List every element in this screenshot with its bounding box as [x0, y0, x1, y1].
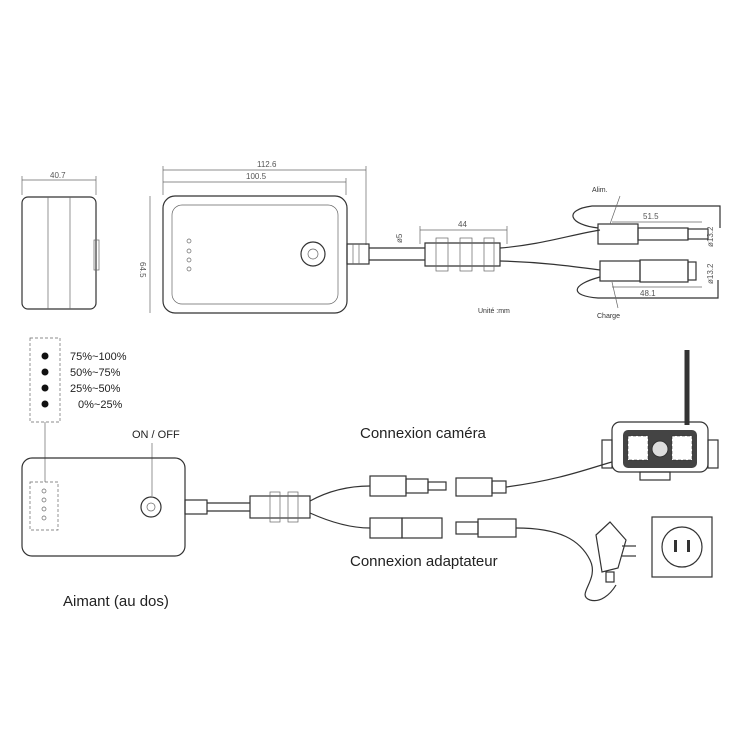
dim-total-length: 112.6 [257, 160, 277, 169]
label-adapter-connection: Connexion adaptateur [350, 553, 498, 570]
battery-level-3: 25%~50% [70, 383, 121, 395]
dim-plug-top-diameter: ø13.2 [706, 226, 715, 247]
dim-split-length: 44 [458, 220, 467, 229]
battery-legend: 75%~100% 50%~75% 25%~50% 0%~25% [29, 337, 127, 482]
label-unit: Unité :mm [478, 308, 510, 315]
side-view: 40.7 [21, 171, 100, 310]
dim-side-width: 40.7 [50, 171, 66, 180]
label-magnet: Aimant (au dos) [63, 593, 169, 610]
label-charge: Charge [597, 313, 620, 320]
wall-adapter [595, 516, 713, 583]
label-camera-connection: Connexion caméra [360, 425, 487, 442]
dim-cable-diameter: ø5 [395, 233, 404, 243]
camera [601, 350, 719, 481]
battery-box [21, 457, 250, 557]
adapter-plugs [369, 517, 617, 602]
dim-plug-bottom-diameter: ø13.2 [706, 263, 715, 284]
dim-plug-bottom-length: 48.1 [640, 289, 656, 298]
battery-level-4: 0%~25% [78, 399, 123, 411]
dim-plug-top-length: 51.5 [643, 212, 659, 221]
splitter-bottom [249, 485, 371, 529]
top-view: 112.6 100.5 64.5 ø5 [138, 160, 425, 314]
dim-height: 64.5 [138, 262, 147, 278]
dim-body-length: 100.5 [246, 172, 267, 181]
battery-level-2: 50%~75% [70, 367, 121, 379]
splitter-top: 44 51.5 ø13.2 48.1 ø13.2 Alim. Charge Un… [419, 187, 721, 320]
camera-plugs [369, 461, 613, 497]
battery-level-1: 75%~100% [70, 351, 127, 363]
label-alim: Alim. [592, 187, 608, 194]
label-on-off: ON / OFF [132, 429, 180, 441]
